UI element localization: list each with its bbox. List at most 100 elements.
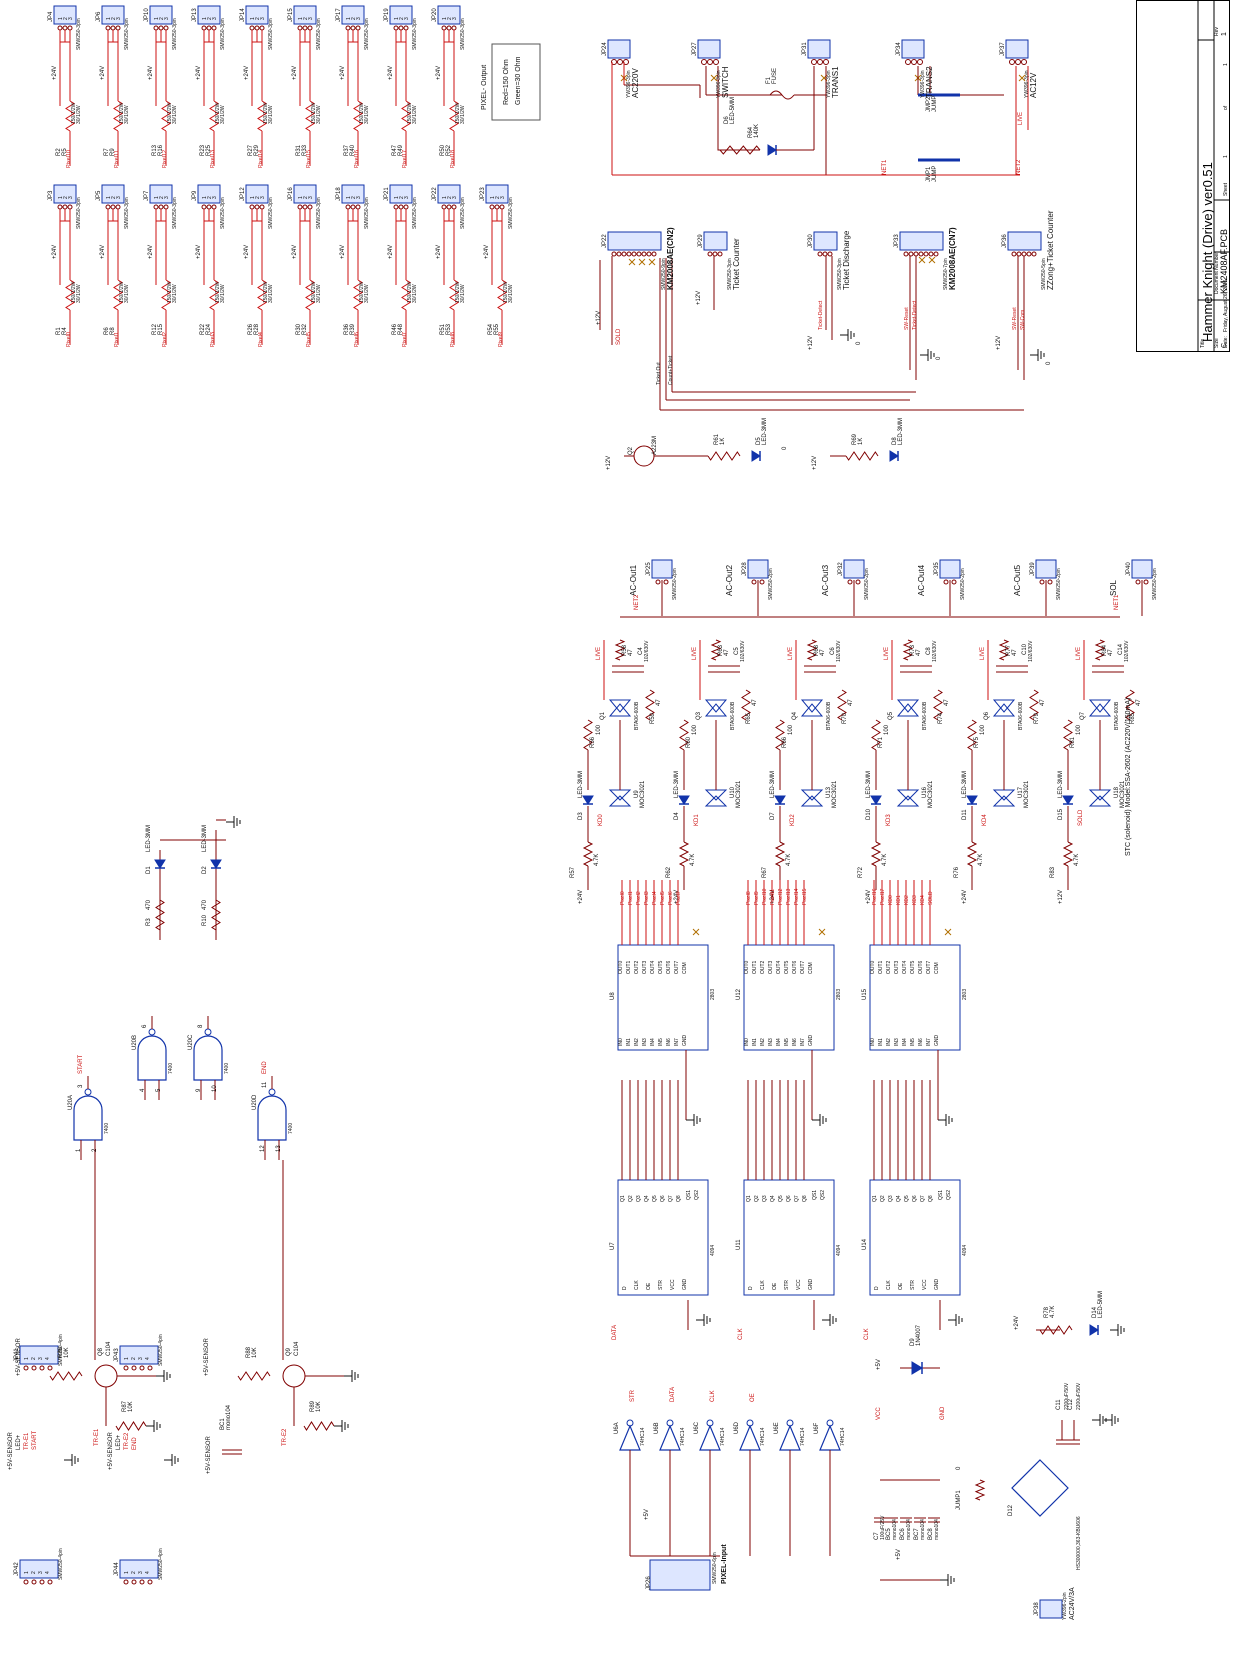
schematic-label: OUT4 [902, 960, 908, 974]
schematic-label: Pixel1 [628, 891, 634, 905]
schematic-label: LIVE [596, 647, 602, 660]
schematic-label: R12 [152, 323, 158, 335]
schematic-label: R46 [392, 323, 398, 335]
schematic-label: JP29 [698, 234, 704, 248]
sheet-total: 1 [1223, 63, 1229, 66]
schematic-label: 1 [154, 17, 160, 20]
schematic-label: BTA06-600B [730, 701, 736, 730]
schematic-label: 150/1/2W [71, 281, 77, 303]
schematic-label: START [32, 1431, 38, 1450]
schematic-label: +5V-SENSOR [16, 1337, 22, 1376]
schematic-label: SMW250-2pin [864, 568, 870, 600]
schematic-label: +12V [606, 456, 612, 470]
schematic-label: Pixel17 [402, 150, 408, 168]
schematic-label: R33 [302, 144, 308, 156]
schematic-label: 3 [38, 1357, 44, 1360]
schematic-label: 30/1/2W [220, 284, 226, 303]
schematic-label: R15 [158, 323, 164, 335]
schematic-label: JP31 [802, 42, 808, 56]
schematic-label: OUT1 [878, 960, 884, 974]
schematic-label: YW396-3pin [716, 70, 722, 98]
schematic-label: IN2 [760, 1038, 766, 1046]
schematic-label: Q2 [628, 446, 634, 455]
schematic-label: C8 [926, 647, 932, 655]
schematic-label: JP28 [742, 562, 748, 576]
schematic-label: JP36 [1002, 234, 1008, 248]
schematic-label: 150/1/2W [167, 102, 173, 124]
schematic-label: C6 [830, 647, 836, 655]
schematic-label: JP38 [1034, 1602, 1040, 1616]
schematic-label: R29 [254, 144, 260, 156]
schematic-label: SMW250-9pin [661, 258, 667, 290]
schematic-label: SMW250-4pin [58, 1334, 64, 1366]
schematic-label: OUT3 [768, 960, 774, 974]
schematic-label: IN5 [910, 1038, 916, 1046]
schematic-label: +12V [996, 336, 1002, 350]
schematic-label: SMW250-3pin [364, 197, 370, 229]
schematic-label: 2 [447, 196, 453, 199]
schematic-label: R13 [152, 144, 158, 156]
schematic-label: 4 [140, 1088, 146, 1092]
schematic-label: SMW250-3pin [727, 258, 733, 290]
schematic-label: 2 [399, 17, 405, 20]
schematic-label: GND [808, 1035, 814, 1047]
schematic-label: AC220V [631, 68, 640, 98]
schematic-label: 2 [111, 17, 117, 20]
schematic-label: SMW250-2pin [768, 568, 774, 600]
schematic-label: 1K [858, 438, 864, 445]
schematic-label: JP21 [384, 187, 390, 201]
schematic-label: AC12V [1029, 72, 1038, 98]
schematic-label: R36 [344, 323, 350, 335]
schematic-label: JP13 [192, 8, 198, 22]
schematic-label: 100 [884, 724, 890, 735]
schematic-label: SMW250-6pin [712, 1552, 718, 1584]
schematic-label: JP37 [1000, 42, 1006, 56]
schematic-label: Pixel2 [636, 891, 642, 905]
schematic-label: +24V [388, 245, 394, 259]
schematic-label: MOC3021 [640, 780, 646, 808]
schematic-label: Pixel1 [114, 332, 120, 347]
schematic-label: Q8 [802, 1195, 808, 1202]
schematic-label: 0 [1046, 361, 1052, 365]
schematic-label: JP22 [432, 187, 438, 201]
schematic-label: R64 [748, 126, 754, 138]
schematic-label: BC1 [220, 1418, 226, 1430]
schematic-label: R39 [350, 323, 356, 335]
schematic-label: D [622, 1286, 628, 1290]
schematic-label: +5V-SENSOR [204, 1337, 210, 1376]
schematic-label: Pixel0 [620, 891, 626, 905]
schematic-label: OE [646, 1282, 652, 1290]
schematic-label: 2200uF/50V [1076, 1382, 1082, 1410]
schematic-label: IN2 [886, 1038, 892, 1046]
schematic-label: 2 [131, 1571, 137, 1574]
schematic-label: LIVE [1018, 112, 1024, 125]
rev-label: Rev [1214, 27, 1220, 36]
schematic-label: R28 [254, 323, 260, 335]
schematic-label: KD2 [904, 895, 910, 905]
schematic-label: R22 [200, 323, 206, 335]
schematic-label: Pixel15 [306, 150, 312, 168]
schematic-label: CLK [886, 1280, 892, 1290]
schematic-label: 2803 [962, 989, 968, 1000]
schematic-label: 30/1/2W [460, 105, 466, 124]
schematic-label: R66 [782, 736, 788, 748]
schematic-label: 47 [752, 699, 758, 706]
schematic-label: R51 [440, 323, 446, 335]
schematic-label: VCC [922, 1279, 928, 1290]
schematic-label: 4.7K [1050, 1306, 1056, 1318]
schematic-label: R23 [200, 144, 206, 156]
schematic-label: AC-Out1 [629, 564, 638, 596]
schematic-label: Pixel16 [872, 888, 878, 905]
schematic-label: STR [784, 1280, 790, 1290]
schematic-label: R67 [762, 866, 768, 878]
schematic-label: SMW250-2pin [1056, 568, 1062, 600]
schematic-label: Pixel4 [258, 332, 264, 347]
schematic-label: 30/1/2W [412, 105, 418, 124]
schematic-label: R37 [344, 144, 350, 156]
schematic-label: 2 [351, 17, 357, 20]
schematic-label: OUT2 [760, 960, 766, 974]
schematic-label: R69 [852, 433, 858, 445]
schematic-label: Q2 [628, 1195, 634, 1202]
schematic-label: KD4 [920, 895, 926, 905]
schematic-label: 1K [720, 438, 726, 445]
